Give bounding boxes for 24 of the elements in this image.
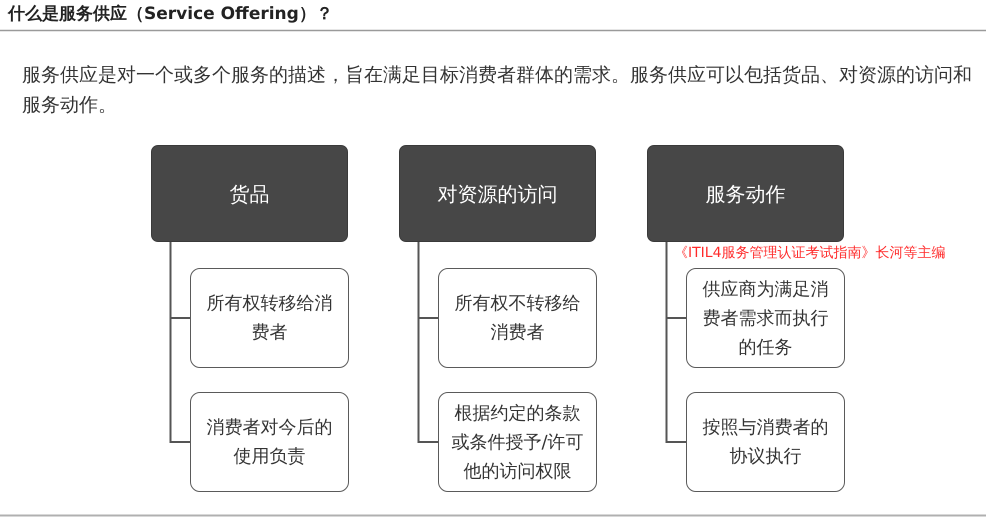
- detail-box: [190, 268, 349, 368]
- category-title: 服务动作: [706, 180, 786, 206]
- detail-box: [438, 392, 597, 492]
- detail-box: [190, 392, 349, 492]
- category-title: 对资源的访问: [438, 180, 558, 206]
- detail-text: 按照与消费者的协议执行: [701, 416, 830, 469]
- category-box: [647, 145, 844, 242]
- page-title: 什么是服务供应（Service Offering）？: [8, 3, 333, 25]
- citation-text: 《ITIL4服务管理认证考试指南》长河等主编: [674, 245, 946, 261]
- category-box: [151, 145, 348, 242]
- detail-text: 根据约定的条款或条件授予/许可他的访问权限: [450, 402, 585, 484]
- intro-paragraph: 服务供应是对一个或多个服务的描述，旨在满足目标消费者群体的需求。服务供应可以包括货品、对资源的访问和服务动作。: [22, 63, 973, 118]
- detail-text: 所有权转移给消费者: [205, 292, 334, 345]
- connector-line: [170, 242, 190, 443]
- detail-box: [438, 268, 597, 368]
- detail-text: 所有权不转移给消费者: [453, 292, 582, 345]
- category-title: 货品: [230, 180, 270, 206]
- category-box: [399, 145, 596, 242]
- detail-text: 供应商为满足消费者需求而执行的任务: [701, 278, 830, 360]
- detail-box: [686, 268, 845, 368]
- detail-text: 消费者对今后的使用负责: [205, 416, 334, 469]
- connector-line: [666, 242, 686, 443]
- connector-line: [418, 242, 438, 443]
- detail-box: [686, 392, 845, 492]
